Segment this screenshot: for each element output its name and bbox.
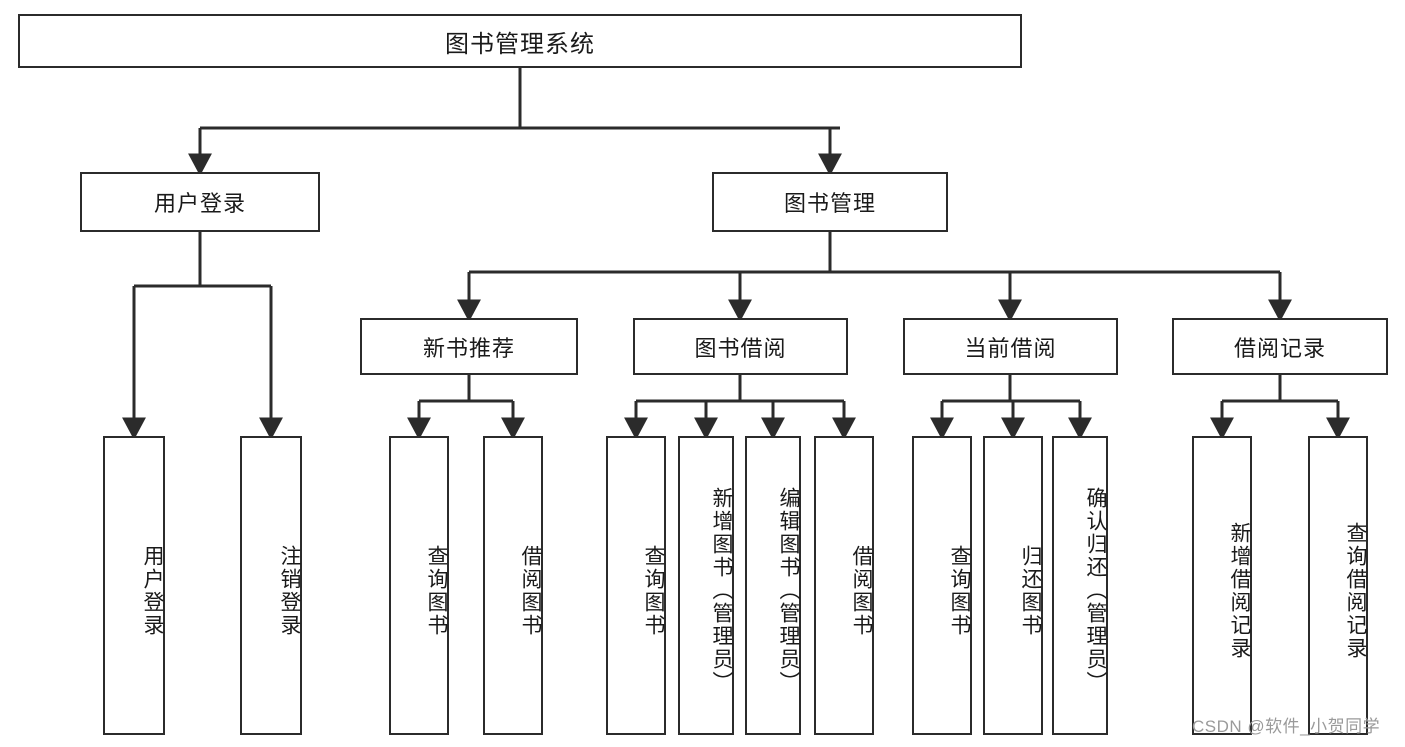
node-root[interactable]: 图书管理系统 <box>18 14 1022 68</box>
node-leaf-edit-book-admin-label: 编辑图书（管理员） <box>777 487 800 694</box>
node-book-borrow[interactable]: 图书借阅 <box>633 318 848 375</box>
node-current-borrow-label: 当前借阅 <box>964 335 1057 361</box>
node-leaf-borrow-book-2[interactable]: 借阅图书 <box>814 436 874 735</box>
node-leaf-add-book-admin[interactable]: 新增图书（管理员） <box>678 436 734 735</box>
node-book-borrow-label: 图书借阅 <box>694 335 787 361</box>
node-borrow-record[interactable]: 借阅记录 <box>1172 318 1388 375</box>
node-user-login-label: 用户登录 <box>153 191 246 216</box>
node-leaf-query-book-2[interactable]: 查询图书 <box>606 436 666 735</box>
node-leaf-query-book-1-label: 查询图书 <box>425 544 448 637</box>
node-leaf-borrow-book-2-label: 借阅图书 <box>850 544 873 637</box>
node-leaf-query-book-3[interactable]: 查询图书 <box>912 436 972 735</box>
node-new-book-recommend[interactable]: 新书推荐 <box>360 318 578 375</box>
node-new-book-recommend-label: 新书推荐 <box>422 335 515 361</box>
node-leaf-logout[interactable]: 注销登录 <box>240 436 302 735</box>
node-leaf-user-login[interactable]: 用户登录 <box>103 436 165 735</box>
node-leaf-user-login-label: 用户登录 <box>141 544 164 637</box>
node-borrow-record-label: 借阅记录 <box>1233 335 1326 361</box>
node-leaf-add-book-admin-label: 新增图书（管理员） <box>710 487 733 694</box>
node-book-manage-label: 图书管理 <box>783 191 876 216</box>
node-leaf-logout-label: 注销登录 <box>278 544 301 637</box>
node-leaf-query-book-3-label: 查询图书 <box>948 544 971 637</box>
node-leaf-borrow-book-1[interactable]: 借阅图书 <box>483 436 543 735</box>
node-user-login[interactable]: 用户登录 <box>80 172 320 232</box>
node-root-label: 图书管理系统 <box>445 30 595 58</box>
node-book-manage[interactable]: 图书管理 <box>712 172 948 232</box>
node-leaf-confirm-return-label: 确认归还（管理员） <box>1084 487 1107 694</box>
node-leaf-return-book[interactable]: 归还图书 <box>983 436 1043 735</box>
node-leaf-edit-book-admin[interactable]: 编辑图书（管理员） <box>745 436 801 735</box>
node-leaf-confirm-return[interactable]: 确认归还（管理员） <box>1052 436 1108 735</box>
node-leaf-query-book-2-label: 查询图书 <box>642 544 665 637</box>
node-leaf-query-borrow-record-label: 查询借阅记录 <box>1344 521 1367 660</box>
node-leaf-query-book-1[interactable]: 查询图书 <box>389 436 449 735</box>
node-leaf-return-book-label: 归还图书 <box>1019 544 1042 637</box>
node-leaf-borrow-book-1-label: 借阅图书 <box>519 544 542 637</box>
node-leaf-add-borrow-record[interactable]: 新增借阅记录 <box>1192 436 1252 735</box>
csdn-watermark: CSDN @软件_小贺同学 <box>1192 717 1381 736</box>
node-leaf-add-borrow-record-label: 新增借阅记录 <box>1228 521 1251 660</box>
node-current-borrow[interactable]: 当前借阅 <box>903 318 1118 375</box>
node-leaf-query-borrow-record[interactable]: 查询借阅记录 <box>1308 436 1368 735</box>
